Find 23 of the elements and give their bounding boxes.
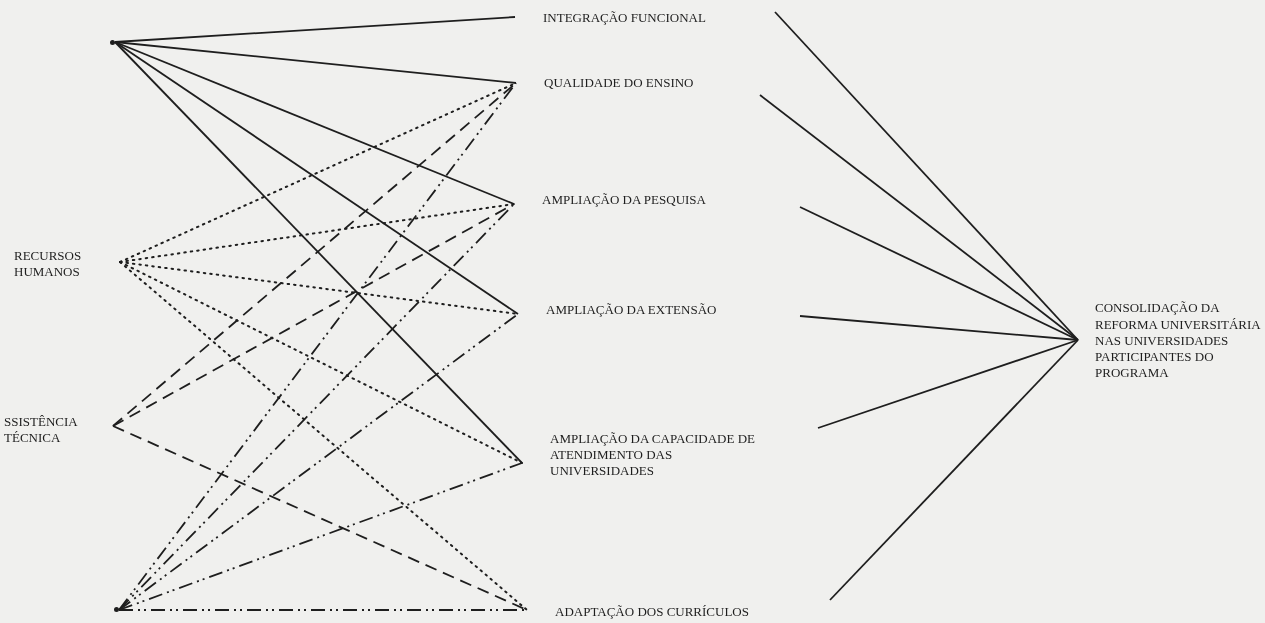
connector-line (817, 339, 1079, 429)
connector-line (118, 313, 519, 611)
connector-line (799, 206, 1079, 341)
node-label: RECURSOS HUMANOS (14, 247, 83, 281)
connector-line (114, 41, 523, 464)
connector-line (118, 462, 523, 611)
connector-line (112, 203, 515, 427)
connector-line (114, 41, 517, 84)
connector-line (119, 261, 528, 611)
node-label: AMPLIAÇÃO DA CAPACIDADE DE ATENDIMENTO DAS UNIVERSIDADES (550, 430, 756, 480)
connector-line (799, 315, 1079, 341)
node-label: INTEGRAÇÃO FUNCIONAL (543, 9, 706, 27)
connector-line (829, 339, 1079, 601)
node-label: CONSOLIDAÇÃO DA REFORMA UNIVERSITÁRIA NAS UNIVERSIDADES PARTICIPANTES DO PROGRAMA (1095, 300, 1262, 382)
connector-line (774, 11, 1079, 341)
connector-line (759, 94, 1079, 341)
connector-line (119, 261, 519, 315)
connector-line (118, 203, 515, 611)
node-label: AMPLIAÇÃO DA PESQUISA (542, 191, 706, 209)
node-label: SSISTÊNCIA TÉCNICA (4, 413, 79, 447)
node-label: ADAPTAÇÃO DOS CURRÍCULOS (555, 603, 749, 621)
node-label: QUALIDADE DO ENSINO (544, 74, 694, 92)
node-label: AMPLIAÇÃO DA EXTENSÃO (546, 301, 717, 319)
